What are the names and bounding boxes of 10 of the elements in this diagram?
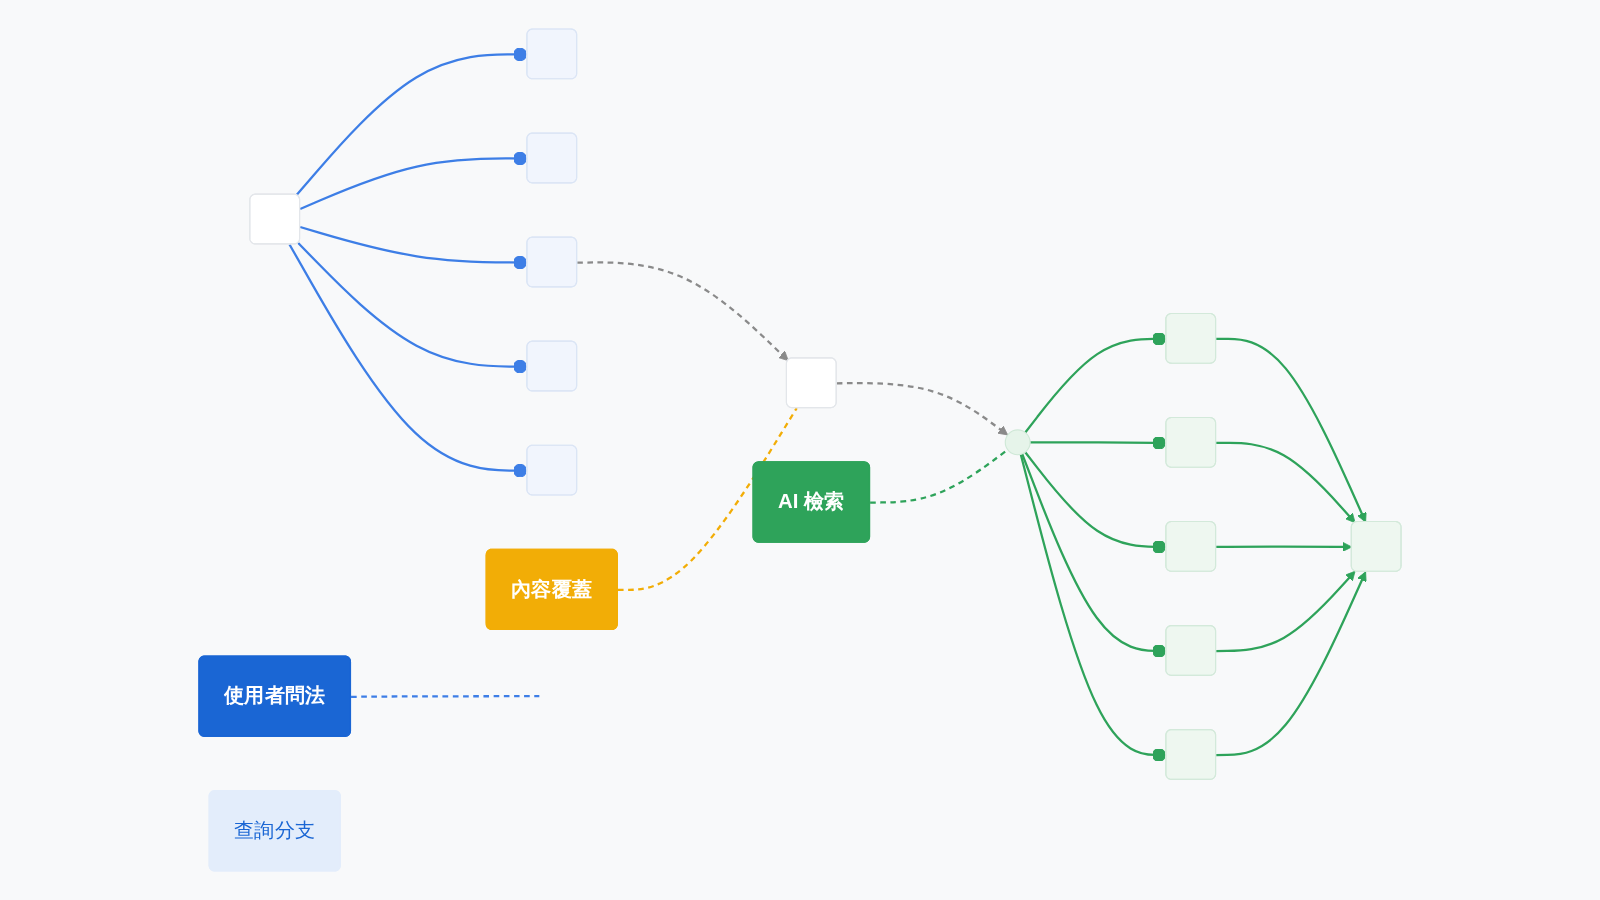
arrow xyxy=(577,261,789,362)
arrow xyxy=(1216,337,1367,523)
arrow xyxy=(1216,441,1356,524)
connector xyxy=(617,407,798,592)
node-circle xyxy=(1004,429,1031,456)
connector xyxy=(351,695,540,698)
arrow xyxy=(1216,570,1356,653)
arrow xyxy=(836,382,1009,436)
connector xyxy=(870,448,1009,504)
arrow xyxy=(1216,571,1367,757)
